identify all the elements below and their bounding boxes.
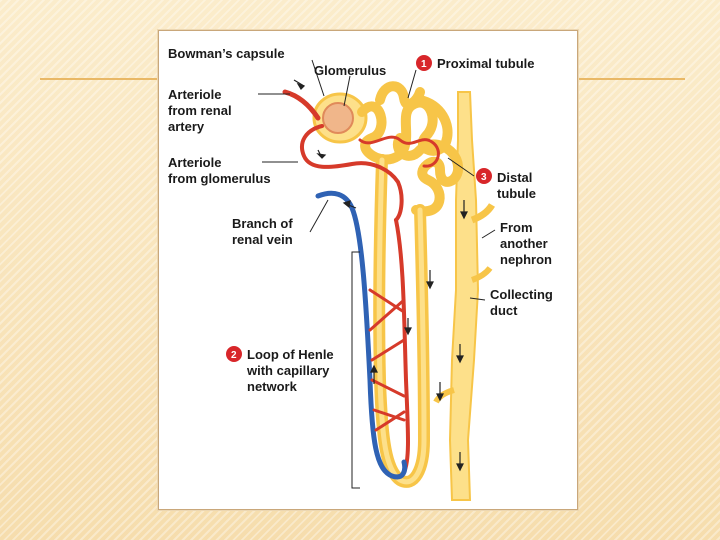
vasa-recta-artery: [394, 218, 410, 474]
leader-lines: [258, 59, 496, 489]
label-proximal-tubule: Proximal tubule: [437, 56, 535, 71]
badge-proximal: [416, 55, 432, 71]
label-distal-tubule-1: Distal: [497, 170, 532, 185]
accent-line-left: [40, 78, 160, 80]
label-arteriole-renal-artery-1: Arteriole: [168, 87, 221, 102]
label-arteriole-renal-artery-2: from renal: [168, 103, 232, 118]
label-from-another-nephron-1: From: [500, 220, 533, 235]
label-loop-of-henle-1: Loop of Henle: [247, 347, 334, 362]
collecting-duct-branch-2: [470, 266, 493, 283]
distal-tubule-shape: [393, 133, 464, 217]
label-distal-tubule-2: tubule: [497, 186, 536, 201]
efferent-arteriole: [300, 124, 404, 222]
afferent-arteriole: [282, 89, 321, 121]
label-loop-of-henle-2: with capillary: [246, 363, 330, 378]
label-loop-of-henle-3: network: [247, 379, 298, 394]
label-glomerulus: Glomerulus: [314, 63, 386, 78]
badge-loop: [226, 346, 242, 362]
label-arteriole-glomerulus-1: Arteriole: [168, 155, 221, 170]
collecting-duct-branch: [470, 203, 496, 224]
label-arteriole-glomerulus-2: from glomerulus: [168, 171, 271, 186]
label-branch-renal-vein-1: Branch of: [232, 216, 293, 231]
badge-distal-number: 3: [481, 172, 487, 183]
label-bowmans-capsule: Bowman’s capsule: [168, 46, 285, 61]
badge-proximal-number: 1: [421, 59, 427, 70]
badge-loop-number: 2: [231, 350, 237, 361]
label-arteriole-renal-artery-3: artery: [168, 119, 205, 134]
capillary-network: [368, 288, 406, 432]
proximal-tubule-top: [375, 81, 425, 110]
peritubular-capillary: [358, 135, 440, 168]
loop-of-henle-inner: [376, 157, 427, 485]
flow-arrows: [293, 79, 468, 472]
collecting-duct-shape: [448, 91, 480, 501]
label-from-another-nephron-3: nephron: [500, 252, 552, 267]
accent-line-right: [575, 78, 685, 80]
glomerulus-shape: [322, 102, 354, 134]
label-collecting-duct-2: duct: [490, 303, 518, 318]
label-collecting-duct-1: Collecting: [490, 287, 553, 302]
label-branch-renal-vein-2: renal vein: [232, 232, 293, 247]
renal-vein-branch: [315, 190, 408, 480]
label-from-another-nephron-2: another: [500, 236, 548, 251]
badge-distal: [476, 168, 492, 184]
